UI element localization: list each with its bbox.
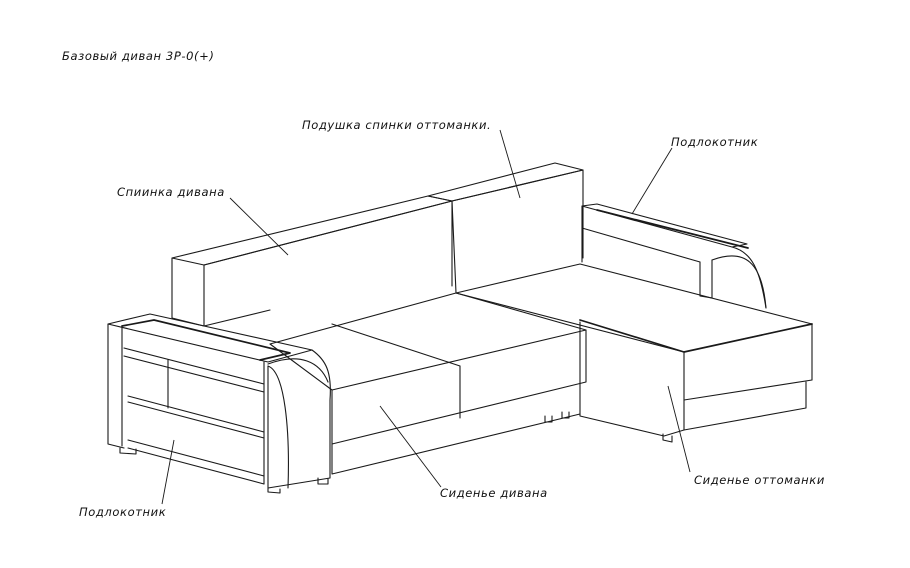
- leader-sofa-back: [229, 197, 289, 256]
- sofa-seat: [269, 292, 587, 475]
- leader-armrest-right: [631, 147, 673, 215]
- leader-armrest-left: [161, 439, 175, 505]
- armrest-right: [581, 203, 767, 309]
- leader-ottoman-seat: [667, 385, 691, 473]
- leader-lines: [161, 129, 691, 505]
- ottoman-seat: [455, 263, 813, 443]
- label-sofa-back: Спиинка дивана: [117, 185, 225, 199]
- armrest-left: [107, 313, 331, 494]
- label-armrest-right: Подлокотник: [671, 135, 758, 149]
- diagram-title: Базовый диван 3Р-0(+): [62, 49, 214, 63]
- label-ottoman-back-cushion: Подушка спинки оттоманки.: [302, 118, 491, 132]
- label-sofa-seat: Сиденье дивана: [440, 486, 548, 500]
- sofa-drawing: [107, 162, 813, 494]
- label-armrest-left: Подлокотник: [79, 505, 166, 519]
- sofa-back: [171, 195, 453, 327]
- ottoman-back-cushion: [427, 162, 584, 294]
- leader-ottoman-back: [499, 129, 521, 199]
- leader-sofa-seat: [379, 405, 442, 488]
- labels: Подушка спинки оттоманки. Подлокотник Сп…: [79, 118, 825, 519]
- label-ottoman-seat: Сиденье оттоманки: [694, 473, 825, 487]
